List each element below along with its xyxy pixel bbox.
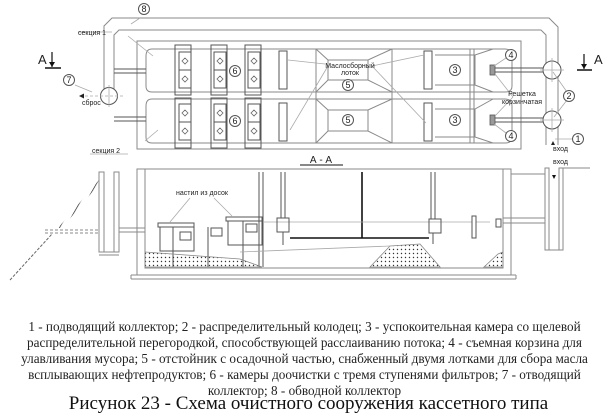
markers: 8 7 6 6 5 5 3 3 4 4 2 1	[63, 3, 584, 145]
baffles	[278, 50, 433, 142]
svg-text:3: 3	[452, 65, 457, 75]
distribution-wells	[540, 58, 564, 132]
section-cut-left: А	[38, 52, 61, 69]
grate-label: Решетка	[508, 91, 536, 98]
marker-5b: 5	[342, 114, 354, 126]
marker-2: 2	[563, 90, 575, 102]
svg-text:8: 8	[141, 4, 146, 14]
grate-label-2: корзинчатая	[502, 99, 542, 106]
marker-3b: 3	[449, 114, 461, 126]
inlet-label-section: вход	[553, 159, 568, 166]
inlet-shaft	[503, 167, 590, 251]
figure-caption: Рисунок 23 - Схема очистного сооружения …	[68, 393, 549, 414]
oil-tray-label: Маслосборный	[325, 62, 375, 70]
svg-text:3: 3	[452, 115, 457, 125]
section-1-label: секция 1	[78, 30, 106, 37]
marker-5a: 5	[342, 79, 354, 91]
marker-6b: 6	[229, 115, 241, 127]
oil-tray-label-2: лоток	[341, 70, 360, 77]
marker-8: 8	[138, 3, 150, 15]
plan-view: А А секция 1 секция 2 сброс вход Маслосб…	[38, 3, 603, 155]
discharge-well	[79, 85, 124, 107]
svg-text:4: 4	[508, 131, 513, 141]
treatment-facility-diagram: А А секция 1 секция 2 сброс вход Маслосб…	[9, 3, 603, 281]
marker-leaders	[74, 17, 573, 155]
section-cut-right: А	[577, 52, 603, 71]
main-tank-outline	[136, 40, 522, 150]
section-cut-label-left: А	[38, 52, 47, 67]
marker-4b: 4	[505, 130, 517, 142]
svg-text:5: 5	[345, 115, 350, 125]
bypass-collector	[103, 17, 559, 145]
section-tank	[130, 168, 517, 280]
section-cut-label-right: А	[594, 52, 603, 67]
svg-text:7: 7	[66, 75, 71, 85]
marker-4a: 4	[505, 49, 517, 61]
filter-cassettes	[174, 44, 262, 149]
diagram-legend: 1 - подводящий коллектор; 2 - распредели…	[21, 319, 588, 398]
svg-text:5: 5	[345, 80, 350, 90]
svg-text:4: 4	[508, 50, 513, 60]
ground-slope-hatch	[58, 180, 99, 228]
section-view: А - А	[9, 155, 590, 281]
oil-tray-leaders	[127, 35, 427, 142]
discharge-shaft	[45, 171, 145, 256]
calming-chambers	[435, 48, 494, 144]
marker-6a: 6	[229, 65, 241, 77]
ground-slope-line	[9, 233, 53, 281]
marker-3a: 3	[449, 64, 461, 76]
sediment-zones	[144, 243, 504, 268]
outlet-pipes	[114, 68, 146, 122]
boards-label: настил из досок	[176, 190, 229, 197]
svg-text:2: 2	[566, 91, 571, 101]
svg-text:1: 1	[575, 134, 580, 144]
discharge-arrow-icon	[79, 93, 84, 99]
inlet-pipes	[495, 67, 544, 123]
inlet-label-plan: вход	[553, 146, 568, 153]
marker-1: 1	[572, 133, 584, 145]
section-title: А - А	[310, 155, 333, 166]
section-filters	[157, 172, 264, 267]
section-settling	[263, 172, 502, 245]
section-2-label: секция 2	[92, 148, 120, 155]
discharge-label: сброс	[82, 99, 101, 107]
marker-7: 7	[63, 74, 75, 86]
trash-baskets	[489, 64, 496, 126]
inlet-arrow-icon	[551, 141, 555, 145]
svg-text:6: 6	[232, 66, 237, 76]
svg-text:6: 6	[232, 116, 237, 126]
inlet-arrow-section-icon	[552, 175, 556, 179]
